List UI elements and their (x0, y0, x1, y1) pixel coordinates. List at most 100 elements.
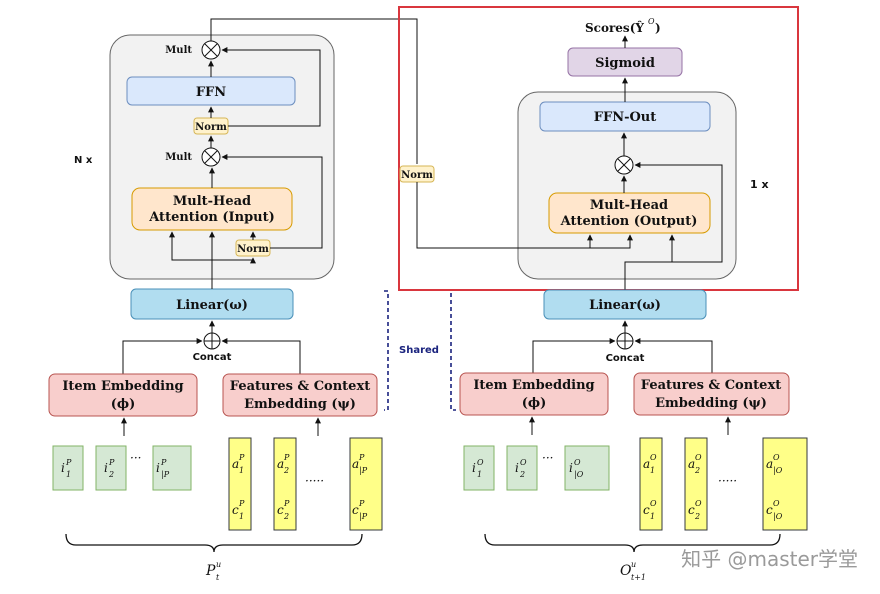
item-token-n-right (564, 445, 610, 491)
norm-label-top: Norm (195, 122, 227, 133)
linear-label-right: Linear(ω) (589, 298, 661, 313)
item-token-1-text-right: i (472, 461, 476, 475)
item-token-n-left (152, 445, 192, 491)
shared-label: Shared (399, 345, 439, 356)
item-dots-right: ··· (542, 451, 553, 465)
feature-a1-sup-left: P (238, 453, 245, 462)
item-token-2-sup-left: P (108, 458, 115, 467)
item-embedding-line1-left: Item Embedding (62, 379, 183, 394)
item-token-n-sub-left: |P (161, 470, 170, 479)
feature-a1-right: a (643, 457, 650, 471)
feature-cn-right: c (766, 503, 773, 517)
feature-dots-left: ····· (305, 474, 324, 488)
feature-c2-sup-right: O (695, 499, 702, 508)
watermark: 知乎 @master学堂 (681, 547, 858, 571)
brace-right (484, 533, 781, 553)
feature-token-1-right (639, 437, 663, 531)
feature-a1-sub-right: 1 (650, 466, 655, 475)
feature-cn-sub-right: |O (773, 512, 783, 521)
attention-input-line2: Attention (Input) (148, 210, 275, 225)
item-token-n-text-left: i (156, 461, 160, 475)
concat-circle-left (203, 332, 221, 350)
feature-a2-left: a (277, 457, 284, 471)
feature-cn-sup-right: O (773, 499, 780, 508)
brace-sup-right: u (631, 560, 636, 569)
item-dots-left: ··· (130, 451, 141, 465)
norm-label-decoder: Norm (401, 170, 433, 181)
item-token-1-sup-left: P (65, 458, 72, 467)
feature-c1-sub-left: 1 (239, 512, 244, 521)
feature-a1-sub-left: 1 (239, 466, 244, 475)
feature-an-right: a (766, 457, 773, 471)
item-token-2-text-right: i (515, 461, 519, 475)
item-token-n-sup-right: O (574, 458, 581, 467)
feature-token-2-left (273, 437, 297, 531)
feature-cn-sup-left: P (358, 499, 365, 508)
item-token-1-text-left: i (61, 461, 65, 475)
feature-c2-left: c (277, 503, 284, 517)
feature-a2-right: a (688, 457, 695, 471)
concat-label-right: Concat (606, 353, 645, 364)
mult-label-bottom: Mult (165, 152, 192, 163)
ffn-out-label: FFN-Out (594, 110, 657, 125)
linear-box-right (543, 289, 707, 320)
concat-connectors-left (122, 320, 301, 374)
feature-c2-sup-left: P (283, 499, 290, 508)
linear-label-left: Linear(ω) (176, 298, 248, 313)
feature-embedding-box-right (633, 372, 790, 416)
feature-a2-sup-right: O (695, 453, 702, 462)
item-token-n-text-right: i (569, 461, 573, 475)
feature-cn-left: c (352, 503, 359, 517)
feature-c2-sub-left: 2 (283, 512, 289, 521)
item-token-1-sub-left: 1 (66, 470, 71, 479)
brace-sub-left: t (216, 573, 220, 582)
feature-c2-right: c (688, 503, 695, 517)
brace-label-right: O (620, 563, 632, 579)
item-embedding-line2-left: (ϕ) (111, 397, 136, 412)
feature-an-sup-left: P (358, 453, 365, 462)
feature-a2-sup-left: P (283, 453, 290, 462)
sigmoid-label: Sigmoid (595, 56, 655, 71)
brace-sub-right: t+1 (631, 573, 646, 582)
item-token-2-sup-right: O (520, 458, 527, 467)
item-embedding-box-right (459, 372, 609, 416)
item-token-2-right (506, 445, 538, 491)
feature-token-n-left (349, 437, 383, 531)
concat-circle-right (616, 332, 634, 350)
repeat-label-right: 1 x (750, 178, 769, 191)
feature-token-2-right (684, 437, 708, 531)
mult-circle-bottom (201, 147, 221, 167)
brace-sup-left: u (216, 560, 221, 569)
feature-an-sub-right: |O (773, 466, 783, 475)
scores-label: Scores(Ŷ (585, 20, 644, 35)
embedding-input-arrows-left (121, 417, 321, 436)
feature-embedding-line2-right: Embedding (ψ) (655, 396, 767, 411)
feature-a2-sub-left: 2 (283, 466, 289, 475)
attention-output-box (548, 192, 711, 234)
shared-connector (384, 290, 456, 411)
feature-c2-sub-right: 2 (694, 512, 700, 521)
feature-c1-sup-left: P (238, 499, 245, 508)
item-token-n-sub-right: |O (574, 470, 584, 479)
item-embedding-line1-right: Item Embedding (473, 378, 594, 393)
feature-cn-sub-left: |P (359, 512, 368, 521)
feature-c1-sup-right: O (650, 499, 657, 508)
mult-circle-top (201, 40, 221, 60)
repeat-label-left: N x (74, 155, 93, 166)
scores-sup: O (648, 17, 655, 26)
feature-embedding-box-left (222, 373, 378, 417)
item-token-2-sub-right: 2 (519, 470, 525, 479)
item-token-1-sub-right: 1 (477, 470, 482, 479)
feature-c1-right: c (643, 503, 650, 517)
item-token-1-right (463, 445, 495, 491)
encoder-connectors (169, 18, 418, 289)
ffn-label: FFN (196, 85, 226, 100)
feature-token-n-right (762, 437, 808, 531)
item-embedding-box-left (48, 373, 198, 417)
attention-output-line1: Mult-Head (590, 198, 668, 213)
concat-label-left: Concat (193, 352, 232, 363)
attention-input-line1: Mult-Head (173, 194, 251, 209)
item-token-2-sub-left: 2 (108, 470, 114, 479)
norm-label-bottom: Norm (237, 244, 269, 255)
